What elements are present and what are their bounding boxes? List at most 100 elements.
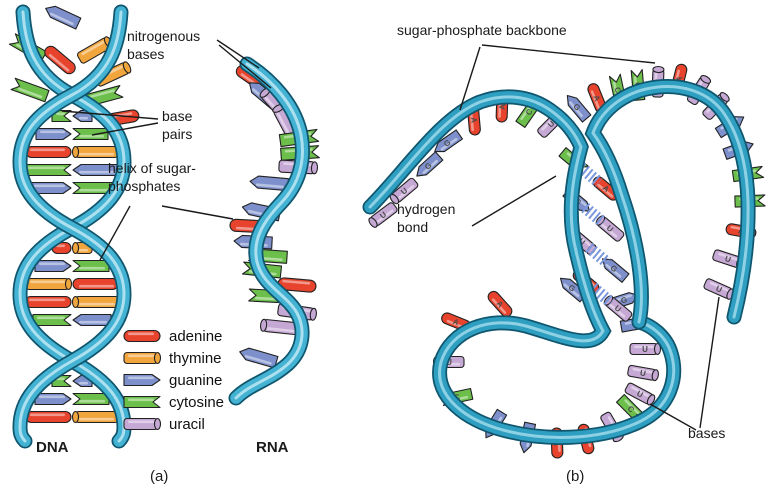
label-bases: bases	[688, 425, 726, 441]
base-T	[123, 351, 162, 365]
svg-text:A: A	[452, 317, 461, 328]
base-U	[123, 417, 162, 431]
label-hydrogen-bond: hydrogen bond	[397, 201, 456, 235]
caption-a: (a)	[150, 468, 169, 485]
svg-text:A: A	[674, 75, 684, 83]
legend-item-thymine: thymine	[120, 348, 222, 368]
base-C	[72, 392, 110, 406]
label-nitrogenous-bases: nitrogenous bases	[127, 28, 201, 62]
pointer-backbone-2	[481, 44, 656, 64]
base-T	[71, 145, 119, 159]
legend-item-uracil: uracil	[120, 414, 205, 434]
svg-text:A: A	[469, 117, 478, 124]
rna-single-strand	[228, 56, 320, 406]
label-sugar-phosphate-backbone: sugar-phosphate backbone	[397, 22, 567, 38]
legend-label: guanine	[169, 371, 223, 389]
base-U: U	[368, 202, 398, 228]
rna-backbone-ribbon	[228, 56, 310, 406]
base-A	[44, 45, 76, 75]
svg-text:G: G	[567, 283, 578, 294]
hydrogen-bond-hatch	[577, 162, 603, 188]
base-G	[239, 347, 279, 369]
hydrogen-bond-hatch	[589, 282, 615, 308]
svg-text:U: U	[635, 389, 645, 400]
base-A	[72, 277, 119, 291]
base-T	[71, 410, 119, 424]
dna-base-pair-rungs	[23, 109, 121, 424]
base-A	[277, 277, 317, 293]
base-U: U	[389, 177, 419, 205]
base-A	[25, 145, 72, 159]
svg-text:G: G	[442, 138, 452, 149]
base-G	[72, 313, 112, 327]
base-A: A	[592, 176, 620, 201]
base-T	[71, 295, 120, 309]
svg-text:U: U	[724, 254, 732, 264]
base-A: A	[487, 290, 513, 318]
legend-swatch-thymine	[123, 351, 162, 365]
legend-swatch-cytosine	[123, 395, 161, 409]
base-G	[45, 5, 82, 30]
svg-text:A: A	[494, 299, 505, 309]
svg-text:U: U	[605, 223, 615, 234]
base-G	[35, 127, 72, 141]
legend-label: thymine	[169, 349, 222, 367]
svg-text:U: U	[642, 345, 648, 354]
legend-label: uracil	[169, 415, 205, 433]
base-C	[23, 163, 72, 177]
dna-double-helix	[8, 4, 140, 449]
label-base-pairs: base pairs	[162, 108, 193, 142]
svg-text:U: U	[639, 368, 646, 378]
base-C	[32, 313, 72, 327]
legend-swatch-guanine	[123, 373, 161, 387]
base-U: U	[595, 215, 625, 242]
svg-text:U: U	[378, 210, 388, 221]
base-G: G	[566, 94, 592, 123]
pointer-nitrogenous-2	[218, 44, 272, 89]
base-A	[24, 295, 72, 309]
svg-text:G: G	[620, 295, 629, 305]
svg-text:C: C	[613, 86, 623, 94]
pointer-hydrogen-bond	[471, 175, 557, 227]
legend-item-cytosine: cytosine	[120, 392, 224, 412]
hydrogen-bond-dashes	[577, 162, 615, 308]
svg-text:U: U	[714, 284, 723, 295]
svg-text:G: G	[423, 161, 434, 172]
pointer-helix-1	[99, 205, 131, 261]
svg-text:C: C	[626, 404, 637, 415]
svg-text:A: A	[498, 104, 507, 110]
pointer-basepairs-1	[61, 110, 159, 120]
pointer-basepairs-2	[91, 122, 159, 136]
legend-swatch-adenine	[123, 329, 161, 343]
base-C	[123, 395, 161, 409]
hydrogen-bond-hatch	[581, 202, 607, 228]
svg-text:G: G	[571, 102, 582, 113]
base-G	[249, 175, 290, 192]
pointer-backbone-1	[459, 46, 481, 111]
caption-b: (b)	[566, 468, 585, 485]
base-U	[259, 318, 300, 336]
folded-rna-ribbon-in	[362, 89, 682, 445]
svg-text:U: U	[446, 358, 452, 367]
label-pointer-lines	[61, 39, 720, 431]
legend-label: adenine	[169, 327, 223, 345]
base-C	[72, 259, 110, 273]
base-C	[51, 109, 72, 123]
base-G: G	[601, 258, 630, 283]
base-A	[25, 410, 72, 424]
base-C	[72, 127, 109, 141]
pointer-nitrogenous-1	[216, 39, 260, 69]
svg-text:G: G	[609, 263, 620, 274]
hydrogen-bond-hatch	[585, 242, 611, 268]
svg-text:U: U	[613, 303, 623, 314]
base-G	[34, 259, 72, 273]
base-G	[123, 373, 161, 387]
pointer-bases-1	[699, 296, 720, 429]
base-C	[10, 77, 50, 103]
pointer-bases-2	[649, 403, 697, 431]
base-G: G	[434, 129, 463, 153]
label-rna: RNA	[256, 439, 289, 456]
pointer-helix-2	[161, 205, 234, 220]
